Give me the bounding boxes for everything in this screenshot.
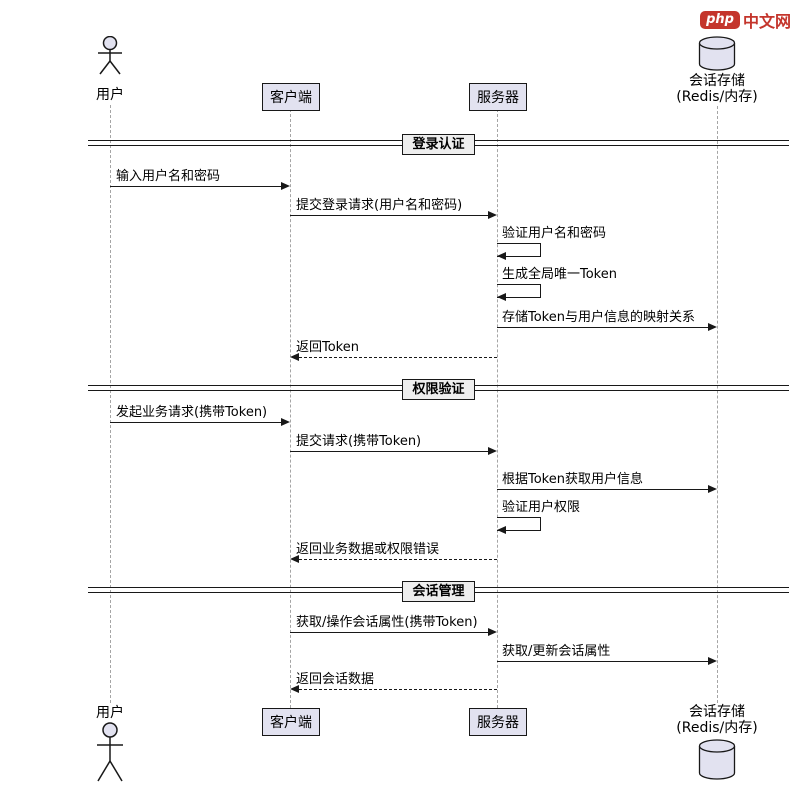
actor-icon-top xyxy=(98,36,122,75)
divider-label-session: 会话管理 xyxy=(402,581,475,602)
message-label-m7: 发起业务请求(携带Token) xyxy=(116,405,268,420)
message-label-m13: 获取/更新会话属性 xyxy=(502,644,611,659)
lifeline-user xyxy=(110,105,111,703)
arrowhead-m8 xyxy=(488,447,497,455)
participant-box-client-bottom: 客户端 xyxy=(262,708,320,736)
message-arrow-m11 xyxy=(299,559,497,560)
participant-box-server-top: 服务器 xyxy=(469,83,527,111)
self-message-m4 xyxy=(497,284,541,298)
divider-auth: 权限验证 xyxy=(88,378,789,400)
message-label-m1: 输入用户名和密码 xyxy=(116,169,221,184)
self-message-m3 xyxy=(497,243,541,257)
site-logo: php 中文网 xyxy=(700,8,791,32)
message-arrow-m9 xyxy=(497,489,708,490)
message-label-m4: 生成全局唯一Token xyxy=(502,267,617,282)
arrowhead-m13 xyxy=(708,657,717,665)
participant-sublabel-storage-bottom: (Redis/内存) xyxy=(676,720,758,736)
message-label-m6: 返回Token xyxy=(296,340,359,355)
database-icon-top xyxy=(698,36,736,71)
arrowhead-m11 xyxy=(290,555,299,563)
divider-label-login: 登录认证 xyxy=(402,134,475,155)
message-label-m8: 提交请求(携带Token) xyxy=(296,434,422,449)
site-name-text: 中文网 xyxy=(742,12,791,31)
participant-label-storage-top: 会话存储 xyxy=(689,73,745,89)
message-arrow-m12 xyxy=(290,632,488,633)
message-arrow-m8 xyxy=(290,451,488,452)
participant-label-user-top: 用户 xyxy=(96,87,124,103)
participant-sublabel-storage-top: (Redis/内存) xyxy=(676,89,758,105)
message-label-m5: 存储Token与用户信息的映射关系 xyxy=(502,310,695,325)
message-arrow-m7 xyxy=(110,422,281,423)
divider-label-auth: 权限验证 xyxy=(402,379,475,400)
message-arrow-m14 xyxy=(299,689,497,690)
arrowhead-m6 xyxy=(290,353,299,361)
arrowhead-m5 xyxy=(708,323,717,331)
message-arrow-m6 xyxy=(299,357,497,358)
arrowhead-m7 xyxy=(281,418,290,426)
arrowhead-m3 xyxy=(497,252,506,260)
lifeline-storage xyxy=(717,106,718,703)
message-label-m11: 返回业务数据或权限错误 xyxy=(296,542,440,557)
self-message-m10 xyxy=(497,517,541,531)
message-arrow-m5 xyxy=(497,327,708,328)
participant-label-storage-bottom: 会话存储 xyxy=(689,704,745,720)
message-arrow-m2 xyxy=(290,215,488,216)
arrowhead-m12 xyxy=(488,628,497,636)
database-icon-bottom xyxy=(698,739,736,780)
php-logo-badge: php xyxy=(700,11,740,29)
actor-icon-bottom xyxy=(97,722,123,782)
message-label-m2: 提交登录请求(用户名和密码) xyxy=(296,198,463,213)
participant-box-server-bottom: 服务器 xyxy=(469,708,527,736)
message-label-m10: 验证用户权限 xyxy=(502,500,581,515)
message-arrow-m13 xyxy=(497,661,708,662)
lifeline-client xyxy=(290,109,291,708)
message-label-m9: 根据Token获取用户信息 xyxy=(502,472,643,487)
arrowhead-m14 xyxy=(290,685,299,693)
participant-box-client-top: 客户端 xyxy=(262,83,320,111)
lifeline-server xyxy=(497,109,498,708)
message-label-m14: 返回会话数据 xyxy=(296,672,375,687)
divider-session: 会话管理 xyxy=(88,580,789,602)
arrowhead-m10 xyxy=(497,526,506,534)
arrowhead-m9 xyxy=(708,485,717,493)
message-label-m3: 验证用户名和密码 xyxy=(502,226,607,241)
message-arrow-m1 xyxy=(110,186,281,187)
message-label-m12: 获取/操作会话属性(携带Token) xyxy=(296,615,478,630)
arrowhead-m4 xyxy=(497,293,506,301)
participant-label-user-bottom: 用户 xyxy=(96,705,124,721)
arrowhead-m2 xyxy=(488,211,497,219)
arrowhead-m1 xyxy=(281,182,290,190)
divider-login: 登录认证 xyxy=(88,133,789,155)
